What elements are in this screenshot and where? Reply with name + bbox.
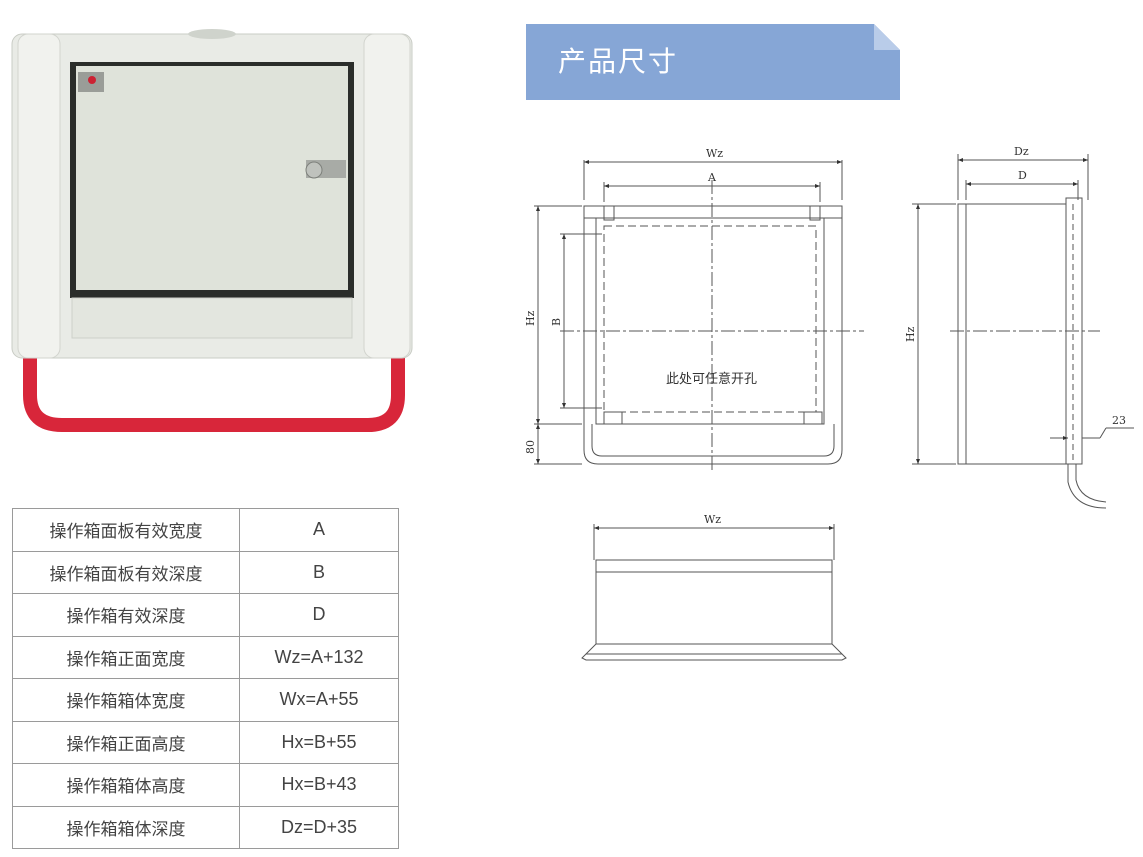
label-dz: Dz bbox=[1014, 145, 1029, 158]
label-a: A bbox=[707, 171, 717, 184]
row-value: Wx=A+55 bbox=[239, 678, 399, 722]
row-label: 操作箱正面高度 bbox=[12, 720, 240, 764]
row-label: 操作箱有效深度 bbox=[12, 593, 240, 637]
row-value: Hx=B+43 bbox=[239, 763, 399, 807]
row-label: 操作箱面板有效宽度 bbox=[12, 508, 240, 552]
front-view bbox=[534, 160, 864, 470]
side-view bbox=[912, 154, 1134, 509]
row-value: D bbox=[239, 593, 399, 637]
bottom-view bbox=[581, 524, 847, 661]
row-label: 操作箱箱体深度 bbox=[12, 805, 240, 849]
lock-icon bbox=[305, 161, 323, 179]
title-banner bbox=[526, 24, 900, 100]
red-handle bbox=[23, 351, 405, 432]
label-wz-front: Wz bbox=[706, 147, 723, 160]
label-note: 此处可任意开孔 bbox=[666, 371, 757, 387]
row-label: 操作箱箱体高度 bbox=[12, 763, 240, 807]
section-title: 产品尺寸 bbox=[558, 45, 679, 78]
label-hz-front: Hz bbox=[524, 310, 537, 326]
row-value: A bbox=[239, 508, 399, 552]
row-value: Hx=B+55 bbox=[239, 720, 399, 764]
label-80: 80 bbox=[524, 440, 537, 454]
label-b: B bbox=[550, 318, 563, 326]
product-photo bbox=[11, 29, 413, 432]
row-label: 操作箱面板有效深度 bbox=[12, 550, 240, 594]
label-hz-side: Hz bbox=[904, 326, 917, 342]
hinge-icon bbox=[88, 76, 96, 84]
row-label: 操作箱正面宽度 bbox=[12, 635, 240, 679]
row-value: Wz=A+132 bbox=[239, 635, 399, 679]
dimension-drawings: Wz A Hz B 80 此处可任意开孔 Dz D Hz 23 Wz bbox=[524, 145, 1134, 661]
row-value: B bbox=[239, 550, 399, 594]
row-value: Dz=D+35 bbox=[239, 805, 399, 849]
label-wz-bottom: Wz bbox=[704, 513, 721, 526]
label-23: 23 bbox=[1112, 414, 1126, 427]
label-d: D bbox=[1018, 169, 1027, 182]
row-label: 操作箱箱体宽度 bbox=[12, 678, 240, 722]
